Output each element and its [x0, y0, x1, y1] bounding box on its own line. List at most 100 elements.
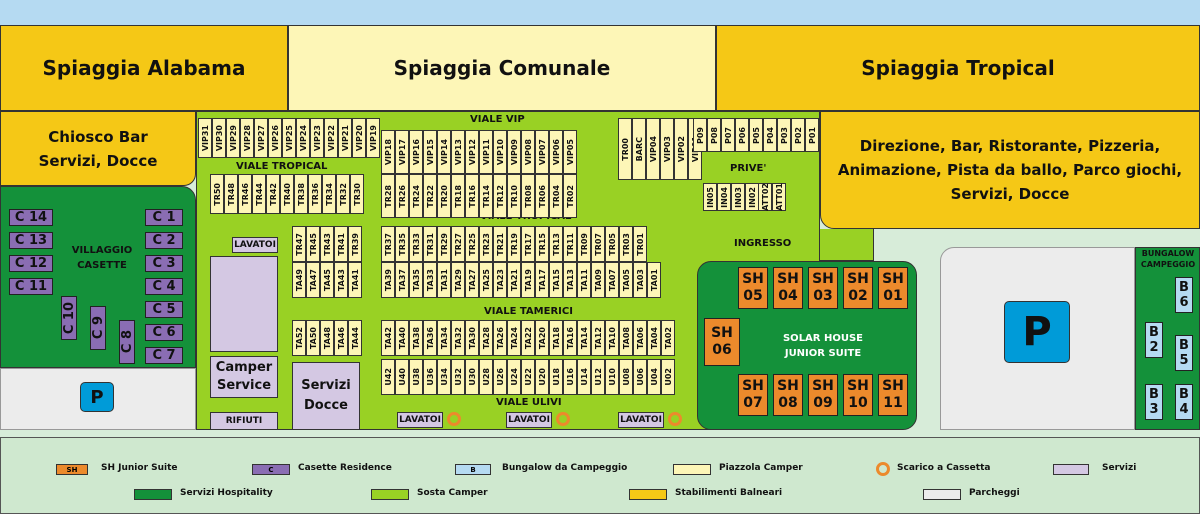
pitch-ta10[interactable]: TA10	[605, 320, 619, 356]
pitch-tr03[interactable]: TR03	[619, 226, 633, 262]
pitch-tr40[interactable]: TR40	[280, 174, 294, 214]
pitch-u20[interactable]: U20	[535, 359, 549, 395]
pitch-ta19[interactable]: TA19	[521, 262, 535, 298]
scarico-cassetta-2[interactable]	[556, 412, 570, 426]
pitch-tr01[interactable]: TR01	[633, 226, 647, 262]
pitch-vip06[interactable]: VIP06	[549, 130, 563, 174]
pitch-vip27[interactable]: VIP27	[254, 118, 268, 158]
pitch-vip09[interactable]: VIP09	[507, 130, 521, 174]
pitch-tr31[interactable]: TR31	[423, 226, 437, 262]
casetta-c1[interactable]: C 1	[145, 209, 183, 226]
pitch-tr07[interactable]: TR07	[591, 226, 605, 262]
servizi-block[interactable]	[210, 256, 278, 352]
pitch-vip30[interactable]: VIP30	[212, 118, 226, 158]
pitch-ta42[interactable]: TA42	[381, 320, 395, 356]
pitch-vip10[interactable]: VIP10	[493, 130, 507, 174]
pitch-tr41[interactable]: TR41	[334, 226, 348, 262]
pitch-u22[interactable]: U22	[521, 359, 535, 395]
pitch-in05[interactable]: IN05	[703, 183, 717, 211]
pitch-u14[interactable]: U14	[577, 359, 591, 395]
casetta-c4[interactable]: C 4	[145, 278, 183, 295]
pitch-u32[interactable]: U32	[451, 359, 465, 395]
pitch-tr25[interactable]: TR25	[465, 226, 479, 262]
pitch-in03[interactable]: IN03	[731, 183, 745, 211]
casetta-c5[interactable]: C 5	[145, 301, 183, 318]
pitch-ta35[interactable]: TA35	[409, 262, 423, 298]
pitch-vip25[interactable]: VIP25	[282, 118, 296, 158]
solar-unit-sh03[interactable]: SH 03	[808, 267, 838, 309]
pitch-u38[interactable]: U38	[409, 359, 423, 395]
solar-unit-sh04[interactable]: SH 04	[773, 267, 803, 309]
pitch-p02[interactable]: P02	[791, 118, 805, 152]
pitch-vip07[interactable]: VIP07	[535, 130, 549, 174]
pitch-tr43[interactable]: TR43	[320, 226, 334, 262]
pitch-tr23[interactable]: TR23	[479, 226, 493, 262]
pitch-tr11[interactable]: TR11	[563, 226, 577, 262]
pitch-ta14[interactable]: TA14	[577, 320, 591, 356]
rifiuti[interactable]: RIFIUTI	[210, 412, 278, 430]
pitch-tr46[interactable]: TR46	[238, 174, 252, 214]
pitch-ta31[interactable]: TA31	[437, 262, 451, 298]
pitch-ta50[interactable]: TA50	[306, 320, 320, 356]
pitch-ta05[interactable]: TA05	[619, 262, 633, 298]
lavatoi-3[interactable]: LAVATOI	[506, 412, 552, 428]
bungalow-b5[interactable]: B 5	[1175, 335, 1193, 371]
pitch-vip14[interactable]: VIP14	[437, 130, 451, 174]
pitch-u02[interactable]: U02	[661, 359, 675, 395]
pitch-ta29[interactable]: TA29	[451, 262, 465, 298]
pitch-ta04[interactable]: TA04	[647, 320, 661, 356]
pitch-ta20[interactable]: TA20	[535, 320, 549, 356]
pitch-in02[interactable]: IN02	[745, 183, 759, 211]
parking-left-icon[interactable]: P	[80, 382, 114, 412]
solar-unit-sh09[interactable]: SH 09	[808, 374, 838, 416]
pitch-tr39[interactable]: TR39	[348, 226, 362, 262]
pitch-tr09[interactable]: TR09	[577, 226, 591, 262]
pitch-vip03[interactable]: VIP03	[660, 118, 674, 180]
pitch-u28[interactable]: U28	[479, 359, 493, 395]
pitch-ta32[interactable]: TA32	[451, 320, 465, 356]
pitch-ta37[interactable]: TA37	[395, 262, 409, 298]
casetta-c8[interactable]: C 8	[119, 320, 135, 364]
pitch-ta49[interactable]: TA49	[292, 262, 306, 298]
pitch-vip20[interactable]: VIP20	[352, 118, 366, 158]
pitch-ta43[interactable]: TA43	[334, 262, 348, 298]
casetta-c11[interactable]: C 11	[9, 278, 53, 295]
pitch-u42[interactable]: U42	[381, 359, 395, 395]
pitch-tr27[interactable]: TR27	[451, 226, 465, 262]
pitch-tr04[interactable]: TR04	[549, 174, 563, 218]
pitch-tr21[interactable]: TR21	[493, 226, 507, 262]
pitch-ta18[interactable]: TA18	[549, 320, 563, 356]
pitch-ta16[interactable]: TA16	[563, 320, 577, 356]
pitch-p04[interactable]: P04	[763, 118, 777, 152]
casetta-c6[interactable]: C 6	[145, 324, 183, 341]
pitch-vip19[interactable]: VIP19	[366, 118, 380, 158]
pitch-vip21[interactable]: VIP21	[338, 118, 352, 158]
casetta-c3[interactable]: C 3	[145, 255, 183, 272]
beach-alabama[interactable]: Spiaggia Alabama	[0, 25, 288, 111]
pitch-ta47[interactable]: TA47	[306, 262, 320, 298]
pitch-att02[interactable]: ATT02	[758, 183, 772, 211]
pitch-barc[interactable]: BARC	[632, 118, 646, 180]
pitch-ta27[interactable]: TA27	[465, 262, 479, 298]
lavatoi-2[interactable]: LAVATOI	[397, 412, 443, 428]
pitch-tr37[interactable]: TR37	[381, 226, 395, 262]
pitch-tr26[interactable]: TR26	[395, 174, 409, 218]
pitch-ta30[interactable]: TA30	[465, 320, 479, 356]
pitch-ta09[interactable]: TA09	[591, 262, 605, 298]
parking-right-icon[interactable]: P	[1004, 301, 1070, 363]
pitch-u36[interactable]: U36	[423, 359, 437, 395]
pitch-ta41[interactable]: TA41	[348, 262, 362, 298]
casetta-c9[interactable]: C 9	[90, 306, 106, 350]
bungalow-b6[interactable]: B 6	[1175, 277, 1193, 313]
pitch-p03[interactable]: P03	[777, 118, 791, 152]
pitch-tr06[interactable]: TR06	[535, 174, 549, 218]
pitch-u40[interactable]: U40	[395, 359, 409, 395]
solar-unit-sh07[interactable]: SH 07	[738, 374, 768, 416]
pitch-u26[interactable]: U26	[493, 359, 507, 395]
scarico-cassetta-1[interactable]	[447, 412, 461, 426]
bungalow-b2[interactable]: B 2	[1145, 322, 1163, 358]
casetta-c14[interactable]: C 14	[9, 209, 53, 226]
pitch-tr28[interactable]: TR28	[381, 174, 395, 218]
solar-unit-sh08[interactable]: SH 08	[773, 374, 803, 416]
